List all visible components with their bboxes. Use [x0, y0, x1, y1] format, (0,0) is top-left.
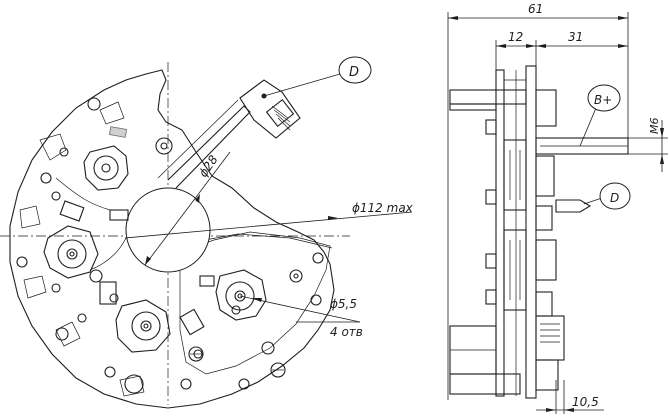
mount-hole: [261, 341, 275, 355]
stud-lower-base: [449, 373, 521, 395]
dimension-line-d28: [144, 151, 231, 266]
side-component-rear: [485, 253, 497, 269]
mount-hole: [104, 366, 116, 378]
dimension-line-d112: [124, 211, 413, 239]
rim-cutout: [99, 101, 125, 125]
rim-cutout: [55, 321, 81, 347]
side-heat-sink: [503, 139, 527, 211]
rim-cutout: [119, 375, 145, 397]
mount-hole: [87, 97, 101, 111]
dimension-label-m6: M6: [648, 118, 661, 135]
side-component: [535, 291, 553, 317]
screw: [188, 346, 204, 362]
diode-mount: [215, 269, 267, 321]
side-plate-rear: [495, 69, 505, 397]
mount-hole: [40, 172, 52, 184]
side-component: [535, 155, 555, 197]
component-block: [59, 200, 85, 222]
front-view: ϕ28 ϕ112 max ϕ5,5 4 отв D: [0, 56, 414, 409]
side-view: 61 12 31: [447, 2, 668, 414]
mount-hole: [109, 293, 119, 303]
terminal-d-side: [555, 199, 592, 213]
side-component: [535, 239, 557, 281]
dimension-label-count: 4 отв: [330, 325, 363, 339]
mount-hole: [238, 378, 250, 390]
rim-cutout: [39, 133, 67, 161]
callout-d-front-label: D: [349, 65, 359, 80]
secondary-plate-edge: [204, 233, 333, 249]
mount-hole: [155, 137, 173, 155]
mount-hole: [312, 252, 324, 264]
mount-hole: [310, 294, 322, 306]
callout-leader-b-plus: [579, 107, 597, 147]
screw-center: [293, 273, 299, 279]
terminal-block: [239, 79, 301, 139]
component-block: [109, 209, 129, 221]
side-component-rear: [485, 289, 497, 305]
mount-hole-large: [124, 374, 144, 394]
mount-hole: [51, 283, 61, 293]
wire: [55, 177, 111, 211]
callout-leader-d: [263, 73, 341, 97]
mount-hole: [16, 256, 28, 268]
dimension-label-61: 61: [528, 2, 543, 16]
callout-b-plus-label: B+: [594, 93, 612, 107]
dimension-label-31: 31: [568, 30, 583, 44]
component-block: [99, 281, 117, 305]
diode-mount: [43, 225, 99, 279]
callout-d-front: [338, 56, 372, 84]
mount-hole: [289, 269, 303, 283]
side-component: [535, 205, 553, 231]
component-block: [179, 308, 205, 336]
dimension-label-10-5: 10,5: [572, 395, 599, 409]
rim-cutout: [23, 275, 47, 299]
mount-hole: [59, 147, 69, 157]
side-component-rear: [485, 119, 497, 135]
callout-d-side: [599, 182, 631, 210]
stud-upper-base: [449, 103, 497, 111]
mount-hole: [180, 378, 192, 390]
stud-upper: [449, 89, 527, 105]
wire: [89, 237, 127, 271]
mount-hole: [89, 269, 103, 283]
rim-cutout: [19, 205, 41, 229]
mount-hole-inner: [160, 142, 168, 150]
callout-d-side-label: D: [610, 191, 619, 205]
side-component: [535, 89, 557, 127]
diode-mount: [115, 299, 171, 353]
screw: [270, 362, 286, 378]
side-component: [535, 315, 565, 361]
side-heat-sink: [503, 229, 527, 311]
side-component: [535, 359, 559, 391]
dimension-label-d5: ϕ5,5: [330, 297, 357, 311]
callout-b-plus: [587, 84, 621, 112]
mount-hole: [55, 327, 69, 341]
component-block: [199, 275, 215, 287]
plate-outline: [9, 69, 335, 409]
diode-mount: [83, 126, 129, 191]
dimension-label-12: 12: [508, 30, 523, 44]
side-component-rear: [485, 189, 497, 205]
side-plate-front: [525, 65, 537, 399]
mount-hole: [77, 313, 87, 323]
dimension-label-d112: ϕ112 max: [352, 201, 414, 215]
dimension-label-d28: ϕ28: [196, 152, 221, 179]
callout-leader-d-side: [583, 197, 603, 205]
mount-hole: [51, 191, 61, 201]
